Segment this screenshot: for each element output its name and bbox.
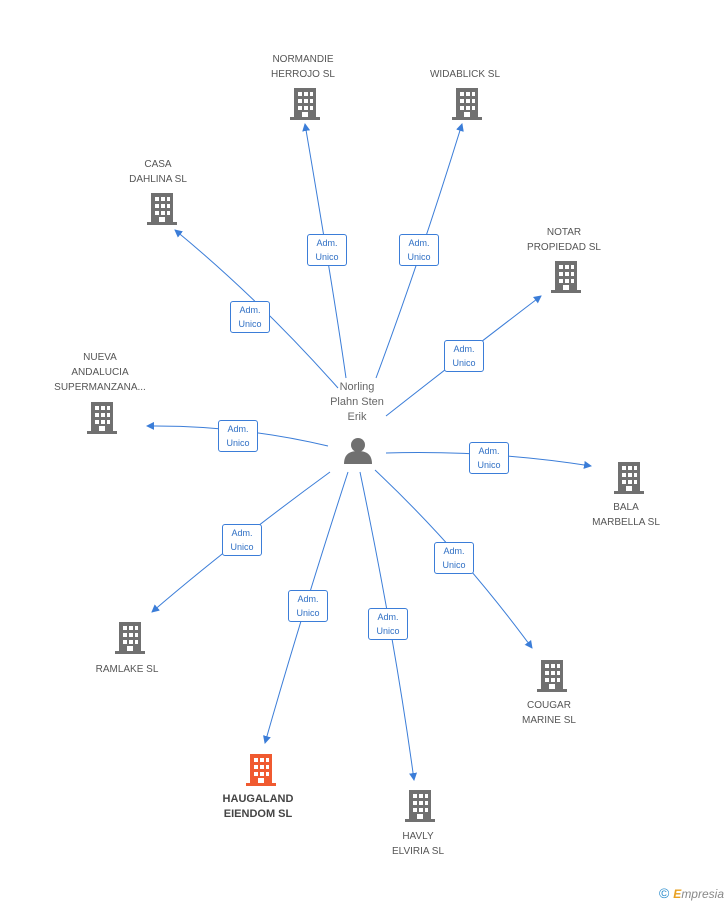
- building-icon[interactable]: [246, 754, 276, 786]
- center-person-name[interactable]: Norling Plahn Sten Erik: [330, 381, 384, 423]
- brand-watermark: ©Empresia: [659, 885, 724, 901]
- company-label-normandie[interactable]: NORMANDIE HERROJO SL: [271, 54, 335, 80]
- role-badge-widablick[interactable]: Adm. Unico: [399, 234, 439, 266]
- role-badge-normandie[interactable]: Adm. Unico: [307, 234, 347, 266]
- role-badge-ramlake[interactable]: Adm. Unico: [222, 524, 262, 556]
- role-badge-havly[interactable]: Adm. Unico: [368, 608, 408, 640]
- building-icon[interactable]: [405, 790, 435, 822]
- role-badge-cougar[interactable]: Adm. Unico: [434, 542, 474, 574]
- company-label-havly[interactable]: HAVLY ELVIRIA SL: [391, 831, 445, 857]
- building-icon[interactable]: [452, 88, 482, 120]
- edges: [146, 123, 592, 781]
- building-icon[interactable]: [537, 660, 567, 692]
- role-badge-notar[interactable]: Adm. Unico: [444, 340, 484, 372]
- building-icon[interactable]: [290, 88, 320, 120]
- role-badge-casa[interactable]: Adm. Unico: [230, 301, 270, 333]
- building-icon[interactable]: [147, 193, 177, 225]
- brand-logo-e: E: [673, 887, 682, 901]
- edge-normandie: [302, 123, 347, 379]
- company-label-widablick[interactable]: WIDABLICK SL: [429, 69, 501, 80]
- company-label-haugaland[interactable]: HAUGALAND EIENDOM SL: [222, 793, 294, 820]
- copyright-icon: ©: [658, 885, 670, 901]
- role-badge-haugaland[interactable]: Adm. Unico: [288, 590, 328, 622]
- company-label-casa[interactable]: CASA DAHLINA SL: [129, 159, 187, 185]
- brand-logo-text: mpresia: [681, 887, 724, 901]
- person-icon: [344, 438, 372, 464]
- company-label-ramlake[interactable]: RAMLAKE SL: [95, 664, 159, 675]
- company-label-bala[interactable]: BALA MARBELLA SL: [592, 502, 660, 528]
- building-icon[interactable]: [614, 462, 644, 494]
- building-icon[interactable]: [87, 402, 117, 434]
- company-label-cougar[interactable]: COUGAR MARINE SL: [522, 700, 576, 726]
- role-badge-nueva[interactable]: Adm. Unico: [218, 420, 258, 452]
- company-label-notar[interactable]: NOTAR PROPIEDAD SL: [527, 227, 601, 253]
- building-icon[interactable]: [551, 261, 581, 293]
- company-label-nueva[interactable]: NUEVA ANDALUCIA SUPERMANZANA...: [54, 352, 146, 393]
- building-icon[interactable]: [115, 622, 145, 654]
- role-badge-bala[interactable]: Adm. Unico: [469, 442, 509, 474]
